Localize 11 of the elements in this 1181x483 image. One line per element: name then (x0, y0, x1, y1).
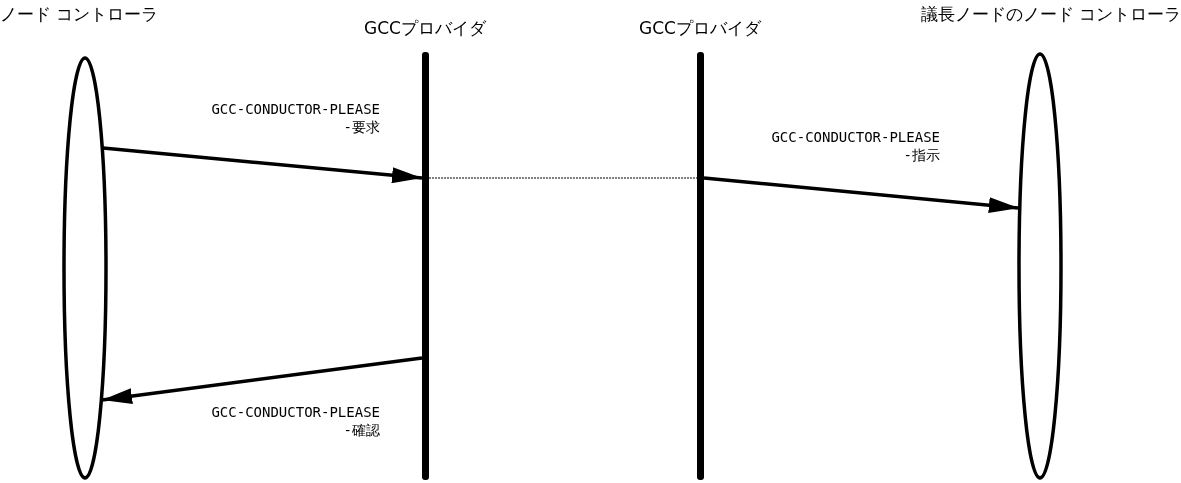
node-heading: ノード コントローラ (0, 4, 159, 24)
node-heading: GCCプロバイダ (364, 18, 486, 38)
node-heading: GCCプロバイダ (639, 18, 761, 38)
edge-label: GCC-CONDUCTOR-PLEASE -指示 (770, 128, 940, 164)
edge-label: GCC-CONDUCTOR-PLEASE -要求 (210, 100, 380, 136)
node-heading: 議長ノードのノード コントローラ (920, 4, 1181, 24)
edge-label: GCC-CONDUCTOR-PLEASE -確認 (210, 403, 380, 439)
arrow (101, 356, 423, 405)
connector-line (428, 177, 698, 179)
arrow (703, 176, 1019, 214)
arrow (102, 146, 423, 184)
